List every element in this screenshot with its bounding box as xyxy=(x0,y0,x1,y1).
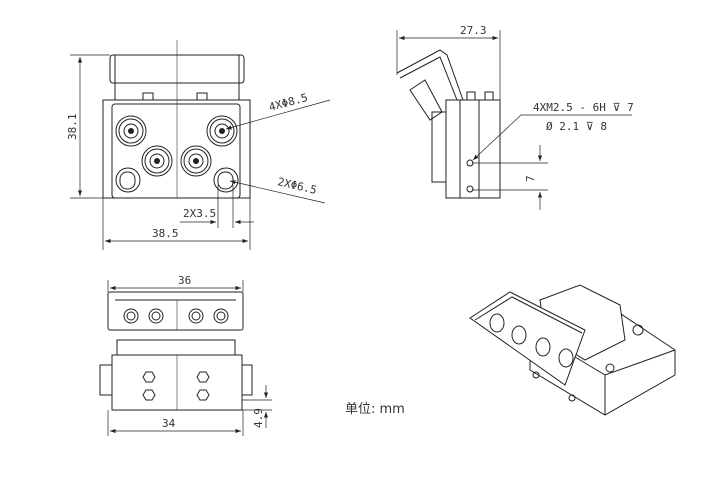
large-hole xyxy=(115,115,147,147)
port xyxy=(188,308,204,324)
isometric-view xyxy=(469,284,676,416)
small-hole xyxy=(115,167,141,193)
hole-spacing-dimension: 7 xyxy=(524,175,537,182)
port xyxy=(148,308,164,324)
front-view: 38.1 38.5 2X3.5 4XΦ8.5 2XΦ6.5 xyxy=(66,40,331,250)
hex-nut xyxy=(142,389,156,401)
bottom-view: 34 4.9 xyxy=(99,339,272,436)
large-hole-callout: 4XΦ8.5 xyxy=(267,91,309,114)
offset-dimension: 4.9 xyxy=(252,408,265,428)
unit-note: 单位: mm xyxy=(345,402,405,417)
port xyxy=(213,308,229,324)
width-dimension: 38.5 xyxy=(152,227,179,240)
small-hole-callout: 2XΦ6.5 xyxy=(276,175,318,197)
top-width-dimension: 36 xyxy=(178,274,191,287)
hex-nut xyxy=(196,389,210,401)
large-hole xyxy=(180,145,212,177)
side-view: 27.3 4XM2.5 - 6H ⊽ 7 Ø 2.1 ⊽ 8 7 xyxy=(396,24,634,210)
top-view: 36 xyxy=(107,274,244,331)
height-dimension: 38.1 xyxy=(66,114,79,141)
drill-callout: Ø 2.1 ⊽ 8 xyxy=(546,120,607,133)
large-hole xyxy=(141,145,173,177)
port xyxy=(123,308,139,324)
hex-nut xyxy=(196,371,210,383)
hex-nut xyxy=(142,371,156,383)
spacing-dimension: 2X3.5 xyxy=(183,207,216,220)
thread-callout: 4XM2.5 - 6H ⊽ 7 xyxy=(533,101,634,114)
bottom-width-dimension: 34 xyxy=(162,417,176,430)
large-hole xyxy=(206,115,238,147)
depth-dimension: 27.3 xyxy=(460,24,487,37)
